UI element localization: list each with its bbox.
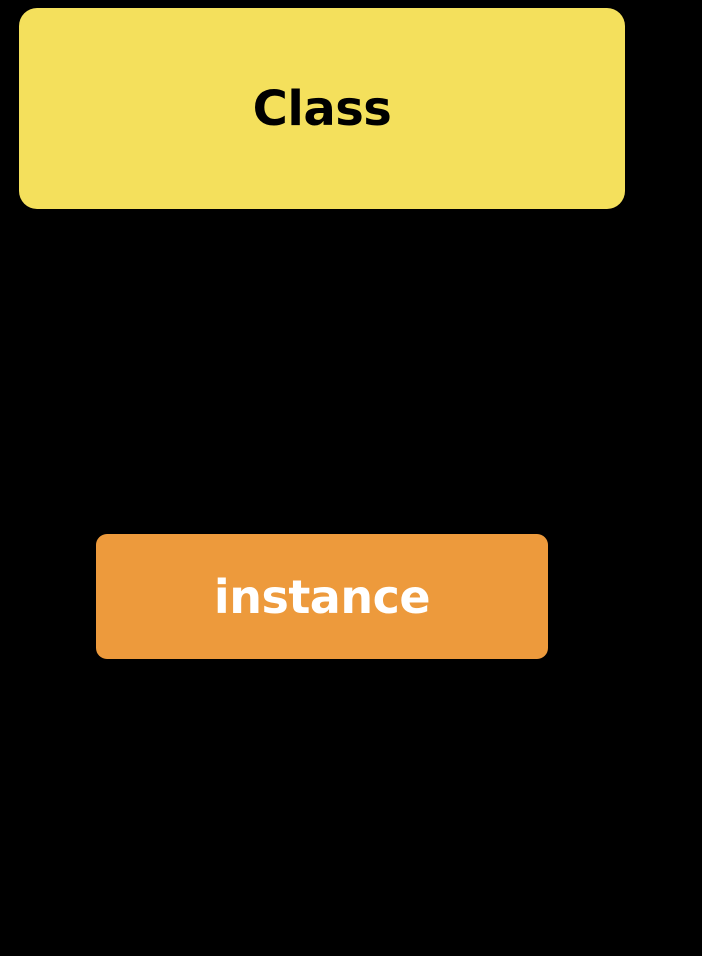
node-instance-label: instance <box>213 569 431 624</box>
node-class[interactable]: Class <box>19 8 625 209</box>
node-instance[interactable]: instance <box>96 534 548 659</box>
node-class-label: Class <box>252 80 392 137</box>
